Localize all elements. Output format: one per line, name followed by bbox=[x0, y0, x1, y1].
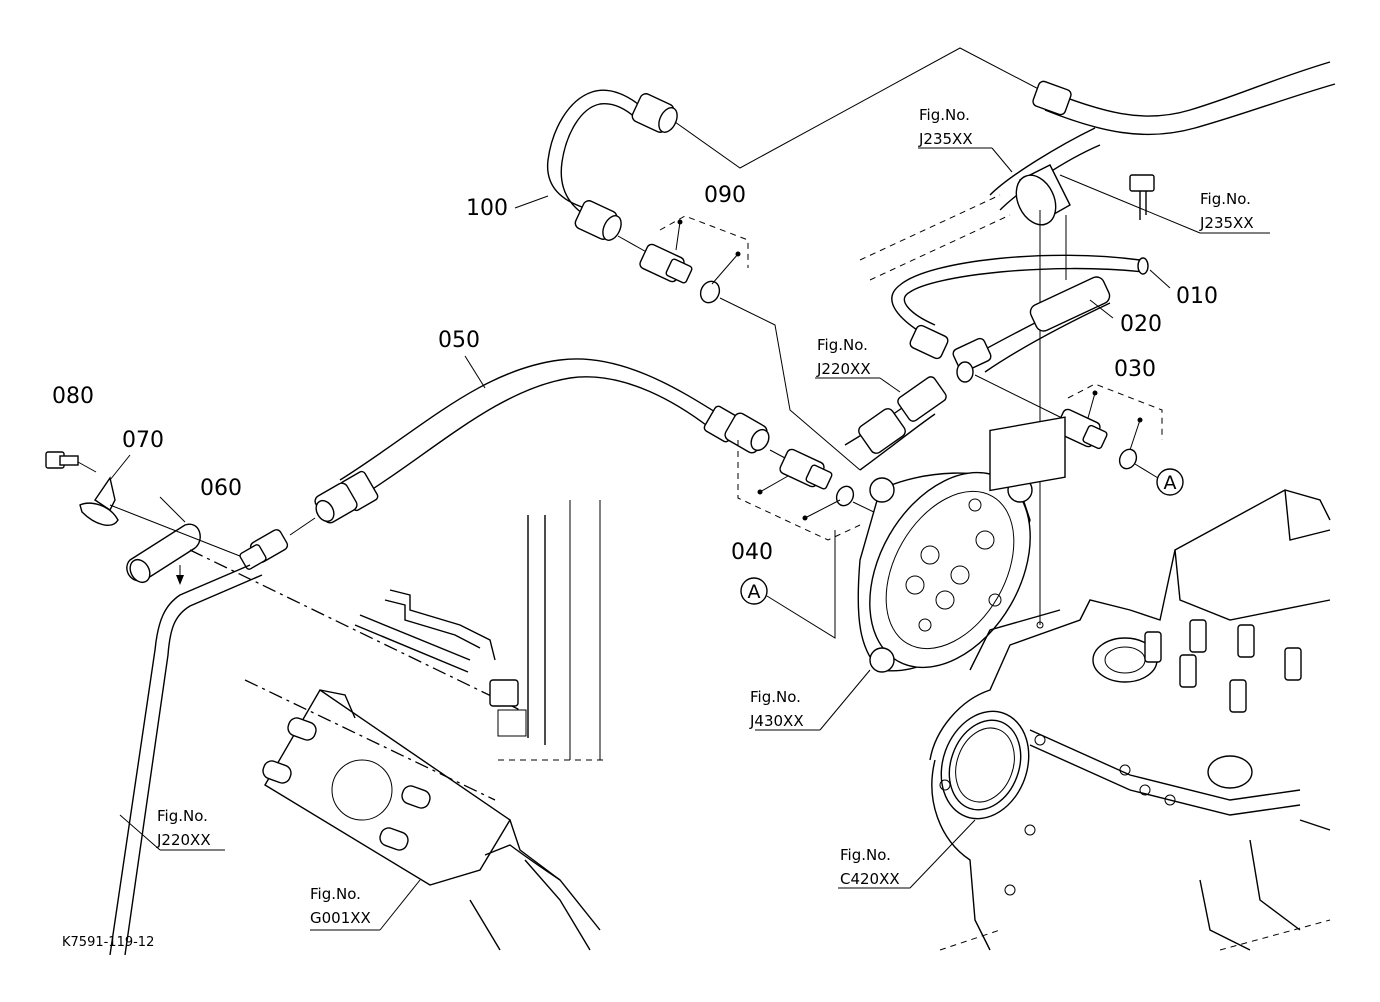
pipe-010[interactable] bbox=[891, 254, 1149, 360]
svg-text:Fig.No.: Fig.No. bbox=[840, 846, 891, 864]
fitting-030[interactable] bbox=[1054, 383, 1163, 471]
svg-text:Fig.No.: Fig.No. bbox=[750, 688, 801, 706]
figure-ref-j220-left: Fig.No. J220XX bbox=[156, 807, 211, 849]
part-number-060: 060 bbox=[200, 476, 242, 501]
figure-ref-c420: Fig.No. C420XX bbox=[840, 846, 900, 888]
fitting-040[interactable] bbox=[737, 440, 861, 541]
figure-ref-j220-mid: Fig.No. J220XX bbox=[816, 336, 871, 378]
part-number-010: 010 bbox=[1176, 284, 1218, 309]
part-number-100: 100 bbox=[466, 196, 508, 221]
part-number-070: 070 bbox=[122, 428, 164, 453]
svg-text:J235XX: J235XX bbox=[918, 130, 973, 148]
pipe-100-top-nut bbox=[631, 93, 678, 133]
svg-text:A: A bbox=[748, 581, 761, 603]
o-ring-030 bbox=[1118, 448, 1138, 470]
svg-text:Fig.No.: Fig.No. bbox=[1200, 190, 1251, 208]
bolt-080[interactable] bbox=[45, 451, 79, 469]
hose-050[interactable] bbox=[313, 358, 773, 525]
pump-inlet-hose bbox=[844, 376, 947, 471]
suction-pipe-left bbox=[109, 564, 263, 956]
part-number-090: 090 bbox=[704, 183, 746, 208]
frame-members bbox=[354, 500, 605, 761]
svg-text:J235XX: J235XX bbox=[1199, 214, 1254, 232]
svg-text:J220XX: J220XX bbox=[816, 360, 871, 378]
adapter-fitting-left bbox=[239, 529, 289, 570]
pipe-100[interactable] bbox=[546, 89, 681, 243]
callout-a-left: A bbox=[740, 577, 768, 605]
svg-text:C420XX: C420XX bbox=[840, 870, 900, 888]
svg-text:J430XX: J430XX bbox=[749, 712, 804, 730]
svg-text:Fig.No.: Fig.No. bbox=[919, 106, 970, 124]
svg-text:A: A bbox=[1164, 472, 1177, 494]
part-number-020: 020 bbox=[1120, 312, 1162, 337]
fitting-090[interactable] bbox=[638, 215, 749, 306]
svg-text:Fig.No.: Fig.No. bbox=[157, 807, 208, 825]
drawing-id: K7591-119-12 bbox=[62, 935, 154, 950]
pipe-100-bottom-nut bbox=[574, 200, 622, 241]
frame-plate bbox=[244, 679, 601, 951]
svg-text:Fig.No.: Fig.No. bbox=[310, 885, 361, 903]
figure-ref-j430: Fig.No. J430XX bbox=[749, 688, 804, 730]
svg-text:J220XX: J220XX bbox=[156, 831, 211, 849]
part-number-030: 030 bbox=[1114, 357, 1156, 382]
return-pipe-upper bbox=[859, 61, 1336, 281]
svg-text:G001XX: G001XX bbox=[310, 909, 371, 927]
svg-text:Fig.No.: Fig.No. bbox=[817, 336, 868, 354]
figure-ref-j235-top: Fig.No. J235XX bbox=[918, 106, 973, 148]
pipe-020[interactable] bbox=[952, 274, 1113, 383]
clamp-bolt bbox=[1129, 174, 1155, 220]
pipe-clamp bbox=[1015, 164, 1071, 226]
part-number-080: 080 bbox=[52, 384, 94, 409]
figure-ref-j235-right: Fig.No. J235XX bbox=[1199, 190, 1254, 232]
part-number-050: 050 bbox=[438, 328, 480, 353]
figure-ref-g001: Fig.No. G001XX bbox=[310, 885, 371, 927]
transmission-case bbox=[929, 416, 1331, 951]
o-ring-090 bbox=[699, 280, 721, 304]
pipe-sleeve-060[interactable] bbox=[126, 523, 201, 586]
callout-a-right: A bbox=[1156, 468, 1184, 496]
o-ring-040 bbox=[835, 485, 855, 507]
part-number-040: 040 bbox=[731, 540, 773, 565]
clip-070[interactable] bbox=[79, 476, 119, 526]
